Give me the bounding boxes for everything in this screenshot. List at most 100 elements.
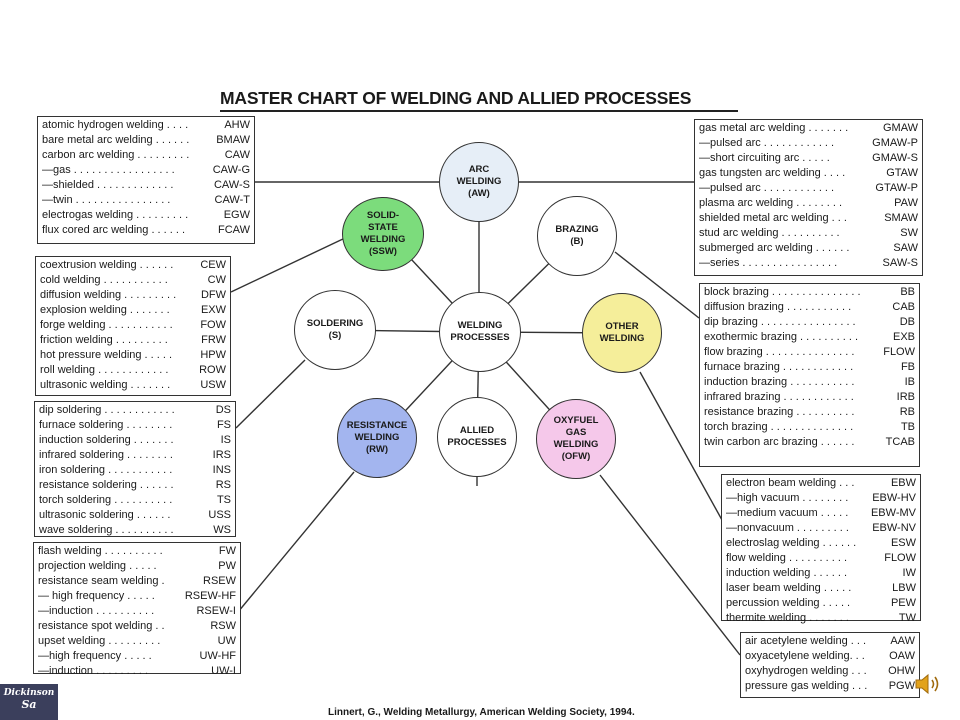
process-abbreviation: GMAW	[882, 122, 918, 134]
process-abbreviation: RS	[215, 479, 231, 491]
process-abbreviation: RSW	[210, 620, 236, 632]
process-name: —nonvacuum . . . . . . . . .	[726, 522, 849, 534]
process-name: induction soldering . . . . . . .	[39, 434, 174, 446]
process-abbreviation: IW	[902, 567, 916, 579]
process-abbreviation: SAW	[893, 242, 918, 254]
process-entry: —nonvacuum . . . . . . . . . EBW-NV	[726, 521, 916, 536]
soldering-label: SOLDERING (S)	[306, 318, 364, 341]
process-abbreviation: HPW	[200, 349, 226, 361]
process-name: infrared soldering . . . . . . . .	[39, 449, 173, 461]
process-name: —series . . . . . . . . . . . . . . . .	[699, 257, 838, 269]
process-abbreviation: USS	[208, 509, 231, 521]
process-name: ultrasonic welding . . . . . . .	[40, 379, 171, 391]
process-entry: resistance spot welding . .RSW	[38, 619, 236, 634]
speaker-icon[interactable]	[914, 672, 944, 696]
process-name: furnace soldering . . . . . . . .	[39, 419, 173, 431]
process-abbreviation: GMAW-P	[872, 137, 918, 149]
process-name: induction brazing . . . . . . . . . . .	[704, 376, 855, 388]
process-entry: —induction . . . . . . . . .UW-I	[38, 664, 236, 679]
process-entry: —induction . . . . . . . . . . RSEW-I	[38, 604, 236, 619]
process-name: —induction . . . . . . . . . .	[38, 605, 155, 617]
process-entry: thermite welding . . . . . . .TW	[726, 611, 916, 626]
process-abbreviation: AHW	[224, 119, 250, 131]
process-abbreviation: CAW	[224, 149, 250, 161]
process-name: atomic hydrogen welding . . . .	[42, 119, 189, 131]
brazing-label: BRAZING (B)	[555, 224, 599, 247]
process-name: projection welding . . . . .	[38, 560, 157, 572]
process-abbreviation: RB	[899, 406, 915, 418]
process-abbreviation: RSEW-I	[196, 605, 236, 617]
process-entry: plasma arc welding . . . . . . . .PAW	[699, 196, 918, 211]
process-abbreviation: EBW-NV	[872, 522, 916, 534]
solid-state-welding-node: SOLID- STATE WELDING (SSW)	[342, 197, 424, 271]
process-entry: ultrasonic welding . . . . . . . USW	[40, 378, 226, 393]
process-entry: diffusion welding . . . . . . . . .DFW	[40, 288, 226, 303]
process-entry: projection welding . . . . .PW	[38, 559, 236, 574]
process-abbreviation: CW	[207, 274, 226, 286]
process-entry: ultrasonic soldering . . . . . .USS	[39, 508, 231, 523]
process-entry: infrared soldering . . . . . . . . IRS	[39, 448, 231, 463]
process-entry: —short circuiting arc . . . . .GMAW-S	[699, 151, 918, 166]
process-entry: —pulsed arc . . . . . . . . . . . .GMAW-…	[699, 136, 918, 151]
process-entry: furnace brazing . . . . . . . . . . . .F…	[704, 360, 915, 375]
process-entry: infrared brazing . . . . . . . . . . . .…	[704, 390, 915, 405]
process-abbreviation: TCAB	[885, 436, 915, 448]
process-entry: furnace soldering . . . . . . . .FS	[39, 418, 231, 433]
process-name: twin carbon arc brazing . . . . . .	[704, 436, 855, 448]
process-abbreviation: IRS	[212, 449, 231, 461]
process-name: electron beam welding . . .	[726, 477, 855, 489]
link-other	[639, 371, 723, 521]
process-entry: upset welding . . . . . . . . .UW	[38, 634, 236, 649]
process-name: forge welding . . . . . . . . . . .	[40, 319, 173, 331]
process-name: wave soldering . . . . . . . . . .	[39, 524, 174, 536]
process-abbreviation: BMAW	[216, 134, 250, 146]
solid-state-welding-label: SOLID- STATE WELDING (SSW)	[360, 210, 406, 257]
process-name: flow welding . . . . . . . . . .	[726, 552, 848, 564]
process-entry: atomic hydrogen welding . . . . AHW	[42, 118, 250, 133]
process-abbreviation: PGW	[888, 680, 915, 692]
welding-processes-node: WELDING PROCESSES	[439, 292, 521, 372]
process-entry: flash welding . . . . . . . . . .FW	[38, 544, 236, 559]
process-name: air acetylene welding . . .	[745, 635, 867, 647]
process-abbreviation: EBW-HV	[872, 492, 916, 504]
process-name: oxyacetylene welding. . .	[745, 650, 865, 662]
process-abbreviation: DS	[215, 404, 231, 416]
process-entry: flux cored arc welding . . . . . .FCAW	[42, 223, 250, 238]
allied-processes-label: ALLIED PROCESSES	[447, 425, 507, 448]
process-name: — high frequency . . . . .	[38, 590, 155, 602]
process-abbreviation: EGW	[223, 209, 250, 221]
process-name: electroslag welding . . . . . .	[726, 537, 857, 549]
process-name: —gas . . . . . . . . . . . . . . . . .	[42, 164, 175, 176]
process-entry: air acetylene welding . . . AAW	[745, 634, 915, 649]
process-name: laser beam welding . . . . .	[726, 582, 852, 594]
arc-welding-node: ARC WELDING (AW)	[439, 142, 519, 222]
process-abbreviation: PAW	[894, 197, 918, 209]
process-abbreviation: DFW	[200, 289, 226, 301]
process-entry: dip soldering . . . . . . . . . . . .DS	[39, 403, 231, 418]
link-soldering	[235, 359, 306, 429]
process-abbreviation: FW	[218, 545, 236, 557]
process-entry: stud arc welding . . . . . . . . . .SW	[699, 226, 918, 241]
process-entry: —medium vacuum . . . . .EBW-MV	[726, 506, 916, 521]
process-abbreviation: CAW-S	[213, 179, 250, 191]
link-solid-state	[230, 237, 346, 293]
process-abbreviation: USW	[200, 379, 226, 391]
process-abbreviation: EBW-MV	[870, 507, 916, 519]
process-name: coextrusion welding . . . . . .	[40, 259, 174, 271]
process-abbreviation: FRW	[201, 334, 226, 346]
brazing-box: block brazing . . . . . . . . . . . . . …	[699, 283, 920, 467]
process-entry: —high frequency . . . . .UW-HF	[38, 649, 236, 664]
process-entry: induction brazing . . . . . . . . . . .I…	[704, 375, 915, 390]
process-name: stud arc welding . . . . . . . . . .	[699, 227, 840, 239]
process-entry: torch soldering . . . . . . . . . .TS	[39, 493, 231, 508]
process-abbreviation: UW-HF	[199, 650, 236, 662]
process-name: —high vacuum . . . . . . . .	[726, 492, 849, 504]
process-abbreviation: CAW-T	[214, 194, 250, 206]
process-entry: shielded metal arc welding . . .SMAW	[699, 211, 918, 226]
process-abbreviation: GMAW-S	[872, 152, 918, 164]
oxyfuel-gas-welding-label: OXYFUEL GAS WELDING (OFW)	[553, 415, 599, 462]
process-abbreviation: AAW	[890, 635, 915, 647]
process-entry: resistance brazing . . . . . . . . . .RB	[704, 405, 915, 420]
